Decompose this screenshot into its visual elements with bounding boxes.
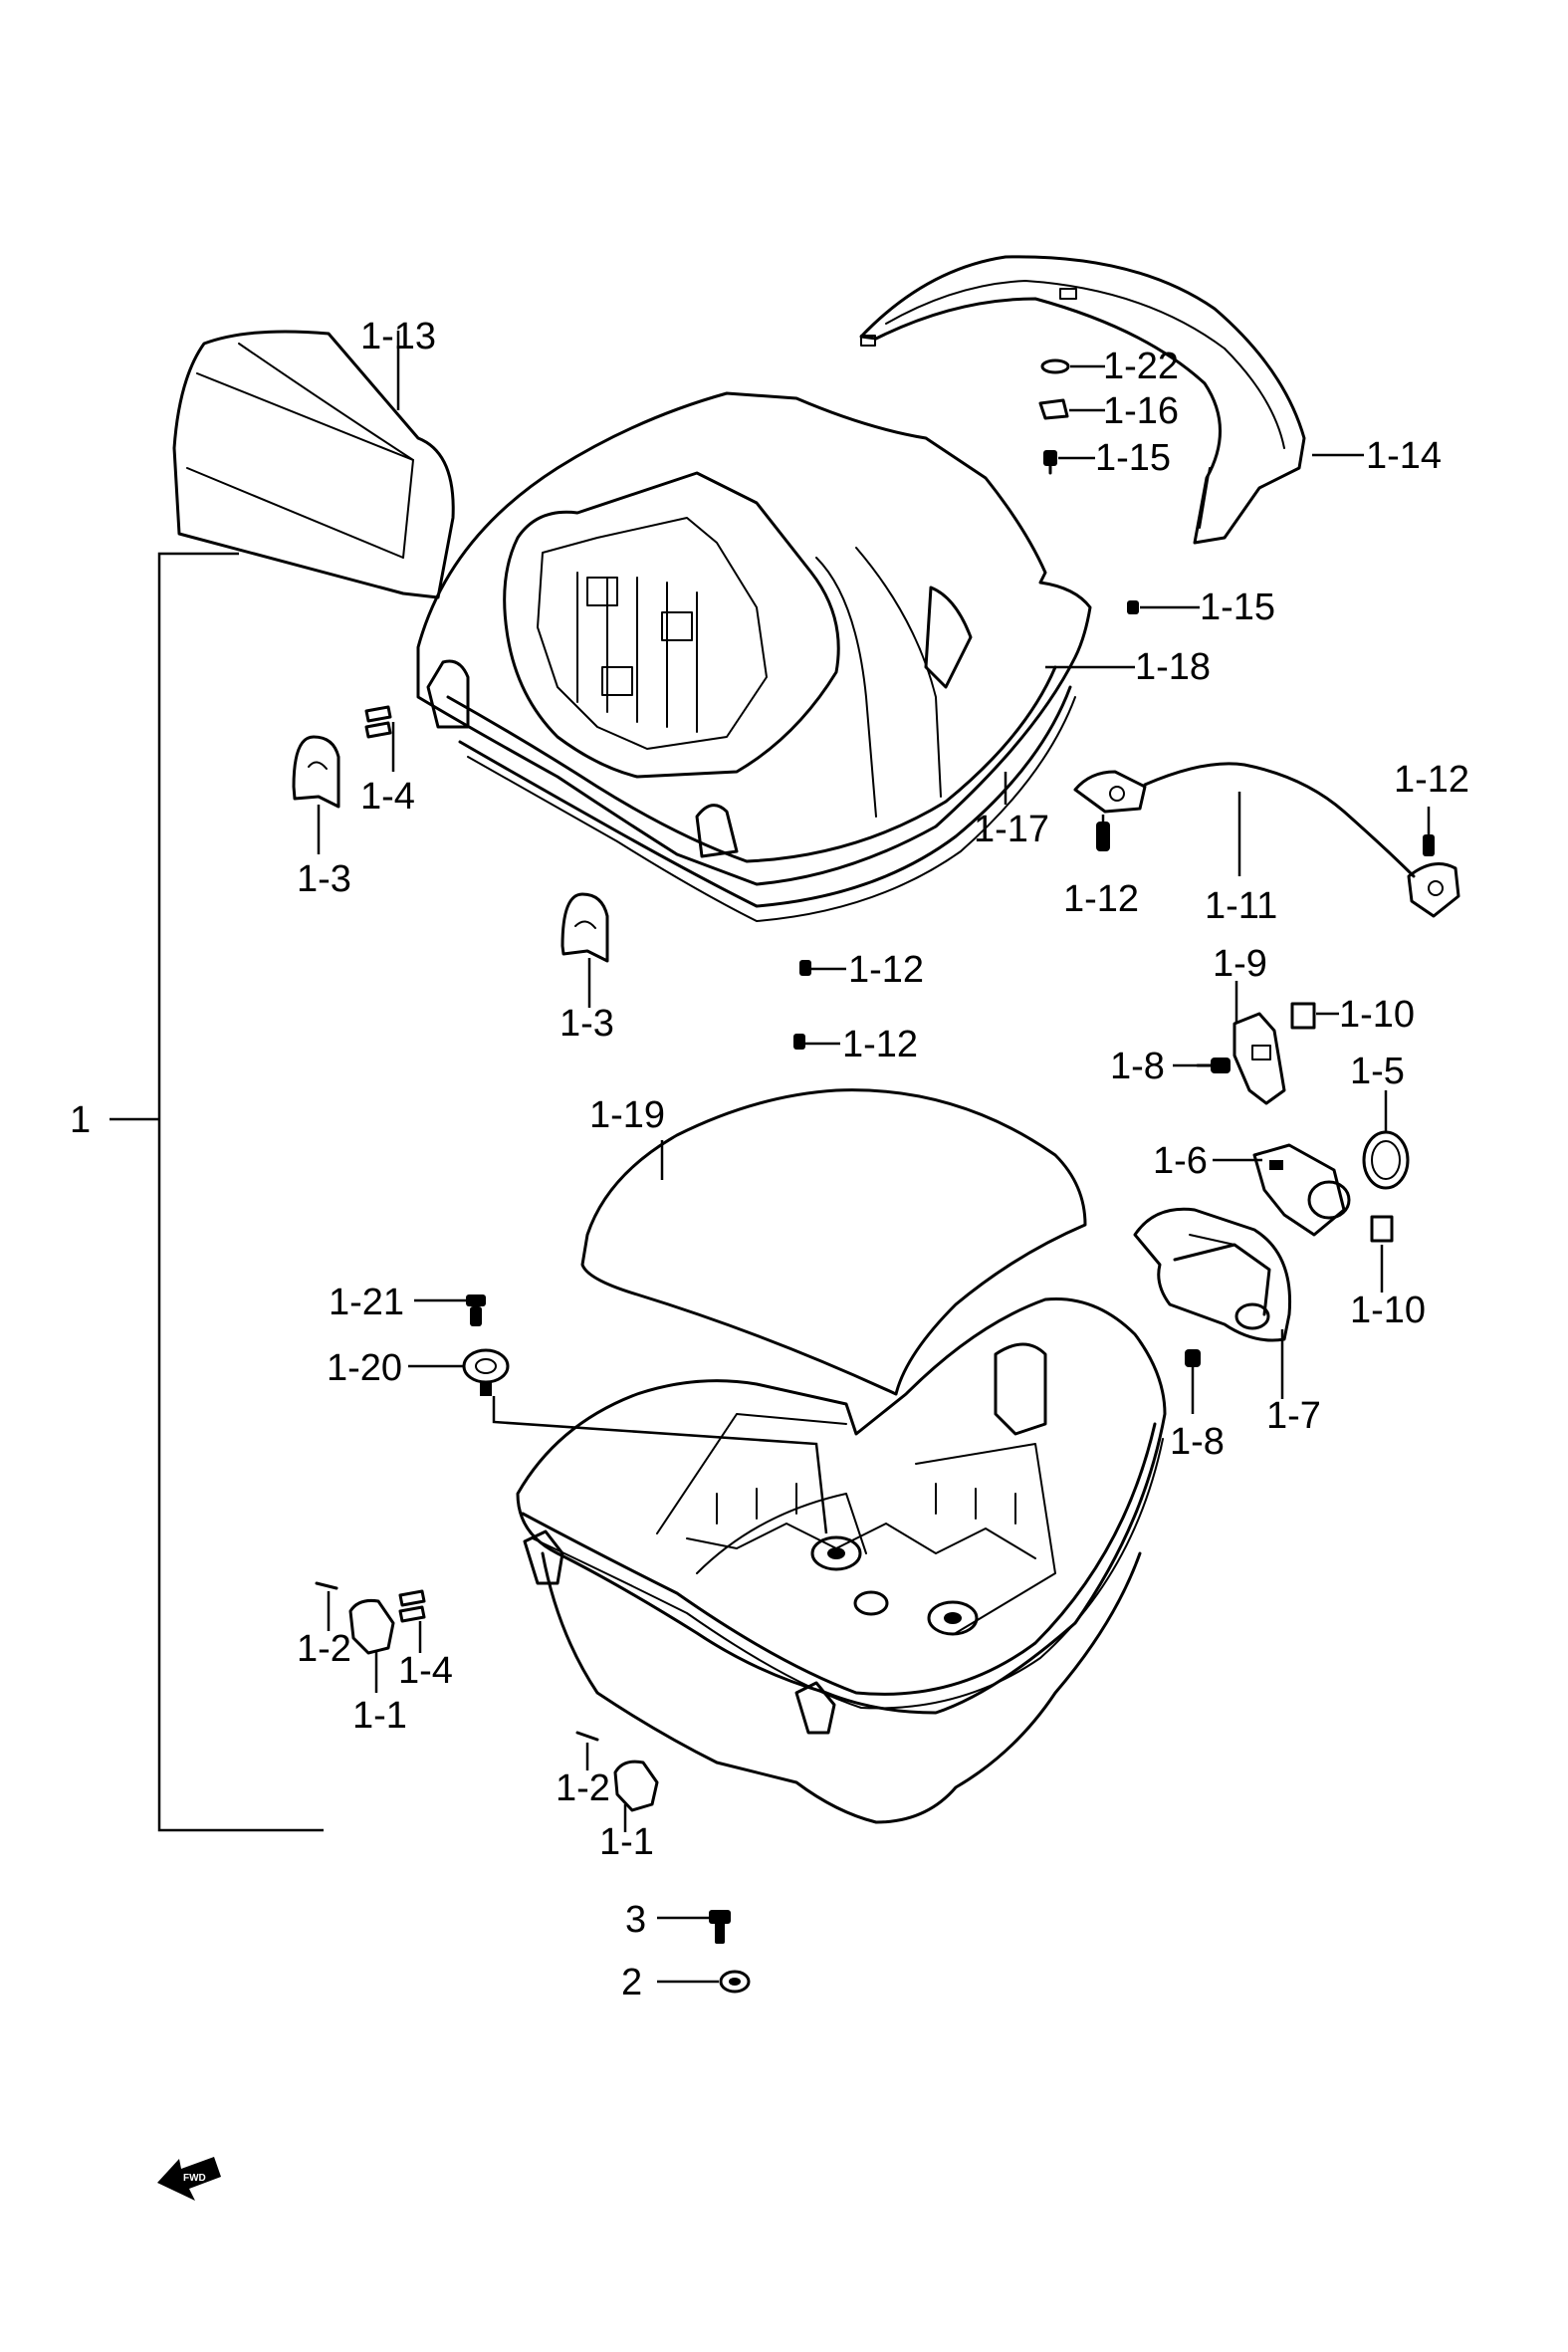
- label-1-1-upper: 1-1: [352, 1695, 407, 1737]
- label-1-5: 1-5: [1350, 1051, 1405, 1092]
- part-labels: 1-13 1-22 1-16 1-15 1-14 1-15 1-18 1-4 1…: [70, 316, 1469, 2003]
- label-1-9: 1-9: [1213, 943, 1267, 985]
- bottom-mat-1-19[interactable]: [580, 1088, 1087, 1396]
- label-1-4-lower: 1-4: [398, 1650, 453, 1692]
- clip-1-10-lower[interactable]: [1370, 1215, 1394, 1243]
- screw-1-21[interactable]: [466, 1294, 486, 1326]
- label-1-21: 1-21: [329, 1282, 404, 1323]
- label-1-19: 1-19: [589, 1094, 665, 1136]
- label-1-15-upper: 1-15: [1095, 437, 1171, 479]
- seal-ring-1-5[interactable]: [1362, 1130, 1410, 1190]
- pin-1-2-upper[interactable]: [315, 1581, 338, 1590]
- label-1-3-right: 1-3: [560, 1003, 614, 1045]
- screw-1-15-upper[interactable]: [1043, 450, 1057, 475]
- label-1-2-upper: 1-2: [297, 1628, 351, 1670]
- label-1-12-b: 1-12: [842, 1024, 918, 1065]
- clip-nut-1-16[interactable]: [1038, 398, 1069, 420]
- label-1-10-lower: 1-10: [1350, 1290, 1426, 1331]
- label-1-13: 1-13: [360, 316, 436, 357]
- grommet-1-20[interactable]: [462, 1348, 510, 1396]
- screw-1-12-d[interactable]: [1423, 834, 1435, 856]
- screw-1-12-a[interactable]: [799, 960, 811, 976]
- label-3: 3: [625, 1899, 646, 1941]
- label-1-10-upper: 1-10: [1339, 994, 1415, 1036]
- fwd-arrow-icon: FWD: [157, 2157, 221, 2201]
- top-case-lid[interactable]: [416, 391, 1092, 922]
- lock-cylinder-1-6[interactable]: [1252, 1143, 1351, 1237]
- label-1-4-upper: 1-4: [360, 776, 415, 818]
- label-1-14: 1-14: [1366, 435, 1442, 477]
- hinge-1-1-upper[interactable]: [348, 1599, 395, 1655]
- label-1-6: 1-6: [1153, 1140, 1208, 1182]
- pin-1-4-upper[interactable]: [364, 705, 392, 739]
- top-case-base[interactable]: [516, 1296, 1167, 1824]
- hinge-1-1-lower[interactable]: [613, 1760, 659, 1812]
- latch-plate-1-9[interactable]: [1232, 1012, 1286, 1105]
- hinge-cover-1-3-left[interactable]: [292, 735, 340, 809]
- pin-1-4-lower[interactable]: [398, 1589, 426, 1623]
- bolt-3[interactable]: [709, 1910, 731, 1944]
- label-1-16: 1-16: [1103, 390, 1179, 432]
- washer-1-22[interactable]: [1040, 358, 1070, 374]
- label-1-2-lower: 1-2: [556, 1767, 610, 1809]
- label-1-12-bracket: 1-12: [1063, 878, 1139, 920]
- screw-1-8-lower[interactable]: [1185, 1349, 1201, 1367]
- latch-housing-1-7[interactable]: [1133, 1207, 1292, 1342]
- screw-1-8-upper[interactable]: [1196, 1058, 1231, 1073]
- lid-stay-cable[interactable]: [1073, 762, 1460, 918]
- label-1-12-right: 1-12: [1394, 759, 1469, 801]
- screw-1-12-b[interactable]: [793, 1034, 805, 1050]
- label-1-1-lower: 1-1: [599, 1821, 654, 1863]
- hinge-cover-1-3-right[interactable]: [560, 892, 609, 963]
- screw-1-15-lower[interactable]: [1127, 600, 1139, 614]
- fwd-text: FWD: [183, 2173, 206, 2184]
- label-2: 2: [621, 1962, 642, 2003]
- backrest-pad[interactable]: [172, 330, 455, 599]
- label-1: 1: [70, 1099, 91, 1141]
- pin-1-2-lower[interactable]: [575, 1731, 599, 1742]
- rear-garnish[interactable]: [859, 255, 1306, 545]
- clip-1-10-upper[interactable]: [1290, 1002, 1316, 1030]
- nut-2[interactable]: [719, 1970, 751, 1994]
- label-1-15-lower: 1-15: [1200, 587, 1275, 628]
- label-1-11: 1-11: [1205, 885, 1277, 927]
- label-1-8-upper: 1-8: [1110, 1046, 1165, 1087]
- label-1-17: 1-17: [974, 809, 1049, 850]
- label-1-18: 1-18: [1135, 646, 1211, 688]
- label-1-3-left: 1-3: [297, 858, 351, 900]
- label-1-8-lower: 1-8: [1170, 1421, 1225, 1463]
- label-1-7: 1-7: [1266, 1395, 1321, 1437]
- label-1-20: 1-20: [327, 1347, 402, 1389]
- label-1-22: 1-22: [1103, 346, 1179, 387]
- assembly-bracket: [110, 552, 324, 1832]
- label-1-12-a: 1-12: [848, 949, 924, 991]
- screw-1-12-c[interactable]: [1096, 822, 1110, 851]
